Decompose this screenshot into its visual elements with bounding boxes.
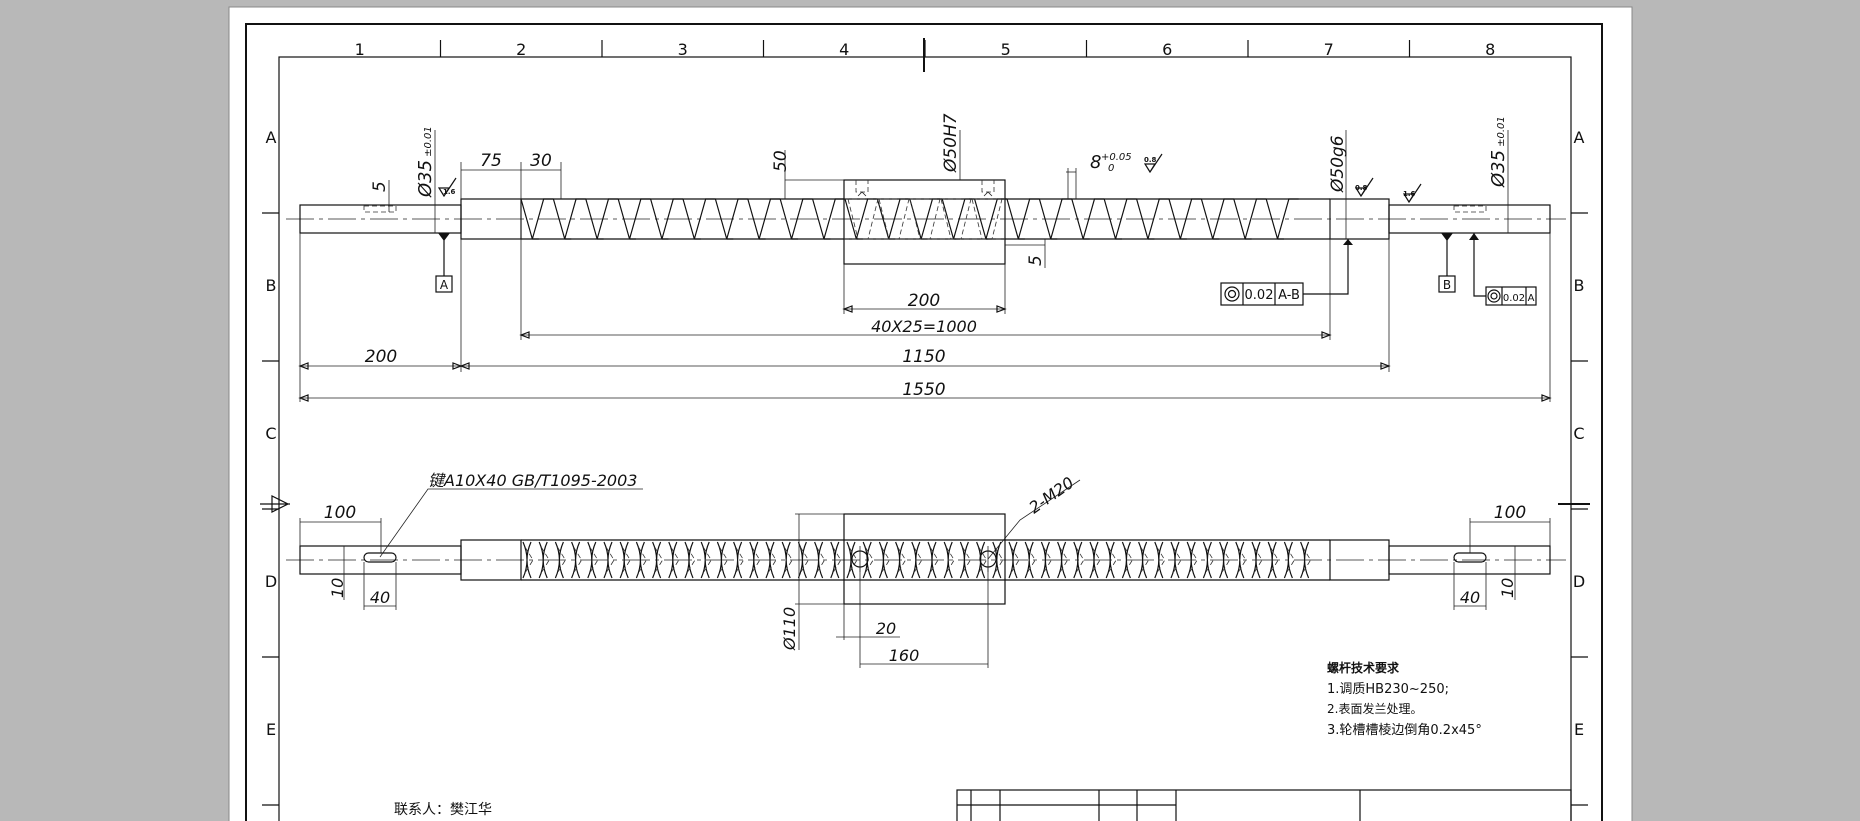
notes-item-2: 2.表面发兰处理。 [1327,701,1422,716]
dim-shaft-len: 1150 [902,347,945,367]
key-note: 键A10X40 GB/T1095-2003 [428,471,637,490]
column-label: 4 [839,40,849,59]
row-ticks: A A B B C C D D E E [262,128,1588,806]
dim-right-10: 10 [1498,578,1517,598]
dim-20: 20 [876,619,896,638]
dim-d50g6: Ø50g6 [1328,135,1348,193]
nut-flange [843,513,1006,605]
row-label-left: B [266,276,277,295]
thread-profile-bottom [522,541,1312,579]
dim-50: 50 [771,150,791,172]
technical-notes: 螺杆技术要求 1.调质HB230~250; 2.表面发兰处理。 3.轮槽槽棱边倒… [1327,660,1482,738]
dim-d110: Ø110 [780,607,799,651]
dim-total-len: 1550 [902,380,945,400]
tol-a-value: 0.02 [1503,293,1525,304]
dim-5-left: 5 [370,181,390,192]
row-label-right: E [1574,720,1584,739]
row-label-left: E [266,720,276,739]
top-view: 200 40X25=1000 200 1150 1550 75 30 Ø35±0… [286,113,1566,402]
dim-d35-left: Ø35±0.01 [415,126,436,198]
tol-ab-value: 0.02 [1245,288,1274,303]
outer-frame [245,23,1603,821]
column-label: 8 [1485,40,1495,59]
nut-thread-hidden [844,198,1005,240]
dim-30: 30 [530,151,552,171]
tolerance-frame-ab: 0.02 A-B [1220,239,1353,306]
column-ticks: 1 2 3 4 5 6 7 8 [355,40,1495,59]
roughness-3: 0.8 [1355,184,1368,192]
tol-ab-ref: A-B [1278,288,1300,303]
roughness-2: 0.8 [1144,156,1157,164]
column-label: 6 [1162,40,1172,59]
dim-right-40: 40 [1460,588,1480,607]
dim-5-mid: 5 [1026,255,1046,266]
notes-item-3: 3.轮槽槽棱边倒角0.2x45° [1327,722,1482,738]
column-label: 5 [1001,40,1011,59]
column-label: 3 [678,40,688,59]
roughness-4: 1.6 [1403,190,1416,198]
dim-pitch-tol-low: 0 [1108,163,1114,174]
row-label-left: D [265,572,277,591]
column-label: 1 [355,40,365,59]
thread-helix [522,541,1310,579]
dim-d50h7: Ø50H7 [941,113,961,173]
notes-title: 螺杆技术要求 [1327,660,1400,675]
column-label: 7 [1324,40,1334,59]
dim-nut-len: 200 [908,291,940,311]
row-label-right: C [1573,424,1584,443]
dim-left-10: 10 [328,578,347,598]
title-block [956,789,1572,821]
tolerance-frame-a: 0.02 A [1469,233,1537,306]
dim-pitch-tol-up: +0.05 [1101,152,1132,163]
row-label-right: D [1573,572,1585,591]
dim-75: 75 [480,151,502,171]
dim-thread-len: 40X25=1000 [871,317,977,336]
datum-b: B [1443,278,1451,292]
row-label-right: A [1574,128,1585,147]
row-label-right: B [1574,276,1585,295]
bottom-view: 100 10 40 键A10X40 GB/T1095-2003 2-M20 Ø1… [286,471,1566,668]
dim-left-40: 40 [370,588,390,607]
dim-160: 160 [889,646,920,665]
dim-pitch: 8 [1090,152,1101,173]
contact-person: 联系人：樊江华 [394,802,492,818]
dim-left-100: 100 [324,503,356,523]
datum-a: A [440,278,449,292]
roughness-1: 1.6 [443,188,456,196]
dim-right-100: 100 [1494,503,1526,523]
drawing-sheet [228,6,1633,821]
dim-d35-right: Ø35±0.01 [1488,116,1509,188]
row-label-left: C [265,424,276,443]
nut [843,179,1006,265]
row-label-left: A [266,128,277,147]
dim-left-len: 200 [365,347,397,367]
column-label: 2 [516,40,526,59]
tol-a-ref: A [1528,293,1535,304]
notes-item-1: 1.调质HB230~250; [1327,682,1449,697]
